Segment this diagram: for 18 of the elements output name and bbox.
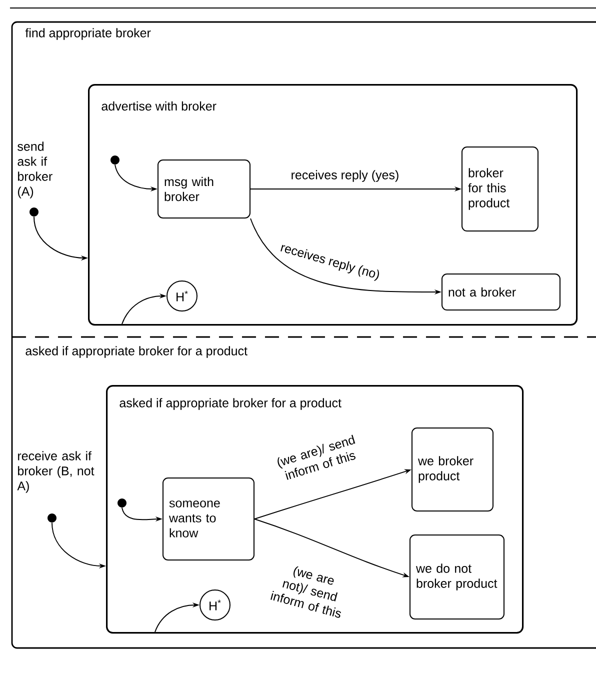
region-title: find appropriate broker	[25, 28, 151, 40]
region-title: asked if appropriate broker for a product	[26, 346, 248, 358]
initial-dot	[30, 208, 38, 216]
edge-label: (we are)/ send inform of this	[278, 434, 356, 480]
initial-dot	[48, 514, 56, 522]
state-box: we broker product	[412, 428, 494, 512]
state-box: msg with broker	[158, 160, 250, 218]
edge-label: receive ask if broker (B, not A)	[17, 451, 94, 493]
initial-dot	[118, 498, 126, 508]
state-box: we do not broker product	[410, 534, 504, 620]
edge-label: (we are not)/ send inform of this	[270, 566, 341, 618]
edge-label: receives reply (no)	[280, 244, 380, 281]
edge-label: receives reply (yes)	[292, 170, 398, 182]
initial-dot	[110, 156, 120, 164]
state-box: not a broker	[442, 274, 560, 310]
state-box: broker for this product	[462, 146, 538, 232]
state-box: someone wants to know	[162, 478, 254, 560]
edge-label: send ask if broker (A)	[18, 142, 52, 198]
